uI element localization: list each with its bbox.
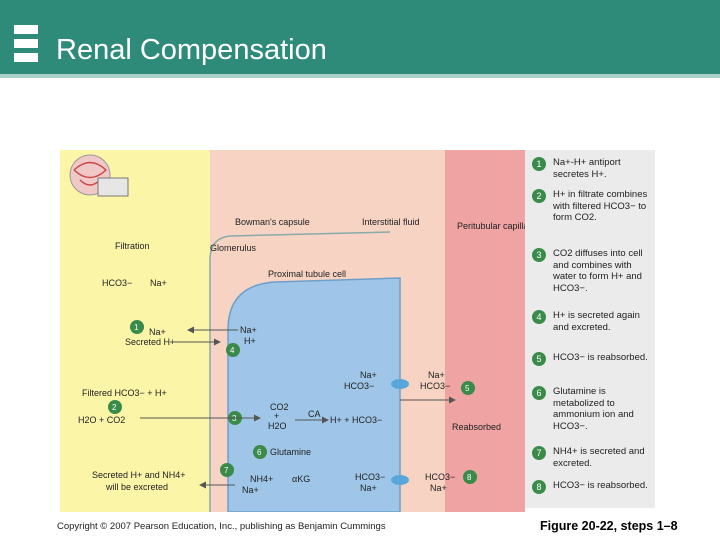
svg-text:8: 8 bbox=[467, 473, 472, 482]
secreted-h-label: Secreted H+ bbox=[125, 337, 175, 347]
step-number: 8 bbox=[532, 480, 546, 494]
glomerulus-label: Glomerulus bbox=[210, 243, 257, 253]
basolateral-hco3-label: HCO3− bbox=[344, 381, 374, 391]
step-marker-1: 1 bbox=[130, 320, 144, 334]
figure-caption: Figure 20-22, steps 1–8 bbox=[540, 519, 678, 533]
step-text: HCO3− is reabsorbed. bbox=[553, 352, 648, 363]
step-text: Glutamine is metabolized to ammonium ion… bbox=[553, 386, 634, 432]
svg-text:4: 4 bbox=[230, 346, 235, 355]
plus-label: + bbox=[274, 411, 279, 421]
svg-text:2: 2 bbox=[112, 403, 117, 412]
step-text: Na+-H+ antiport secretes H+. bbox=[553, 157, 621, 180]
svg-text:5: 5 bbox=[465, 384, 470, 393]
proximal-tubule-cell-label: Proximal tubule cell bbox=[268, 269, 346, 279]
step-text: CO2 diffuses into cell and combines with… bbox=[553, 248, 643, 294]
h2o-label: H2O bbox=[268, 421, 287, 431]
na-secreted-label: Na+ bbox=[149, 327, 166, 337]
glomerulus-icon bbox=[69, 154, 129, 197]
h-hco3-label: H+ + HCO3− bbox=[330, 415, 382, 425]
title-bar: Renal Compensation bbox=[0, 0, 720, 78]
slide-title: Renal Compensation bbox=[56, 34, 327, 66]
step-marker-2: 2 bbox=[108, 400, 122, 414]
step-text: NH4+ is secreted and excreted. bbox=[553, 446, 645, 469]
svg-text:7: 7 bbox=[224, 466, 229, 475]
apical-na-label: Na+ bbox=[240, 325, 257, 335]
step-marker-7: 7 bbox=[220, 463, 234, 477]
capillary-hco3-label: HCO3− bbox=[420, 381, 450, 391]
step-text: H+ in filtrate combines with filtered HC… bbox=[553, 189, 648, 223]
filtration-label: Filtration bbox=[115, 241, 150, 251]
reabsorbed-label: Reabsorbed bbox=[452, 422, 501, 432]
will-be-excreted-label: will be excreted bbox=[105, 482, 168, 492]
lower-transporter-icon bbox=[391, 475, 409, 485]
step-number: 2 bbox=[532, 189, 546, 203]
basolateral-transporter-icon bbox=[391, 379, 409, 389]
step-marker-5: 5 bbox=[461, 381, 475, 395]
filtered-hco3-label: HCO3− bbox=[102, 278, 132, 288]
copyright-notice: Copyright © 2007 Pearson Education, Inc.… bbox=[57, 521, 386, 532]
hco3-lower-label: HCO3− bbox=[355, 472, 385, 482]
nh4-label: NH4+ bbox=[250, 474, 273, 484]
na-lower-label: Na+ bbox=[242, 485, 259, 495]
capillary-na-label: Na+ bbox=[428, 370, 445, 380]
proximal-tubule-cell bbox=[227, 277, 401, 512]
title-divider bbox=[0, 74, 720, 78]
h2o-co2-label: H2O + CO2 bbox=[78, 415, 125, 425]
alpha-kg-label: αKG bbox=[292, 474, 310, 484]
hco3-out-label: HCO3− bbox=[425, 472, 455, 482]
step-number: 3 bbox=[532, 248, 546, 262]
filtered-na-label: Na+ bbox=[150, 278, 167, 288]
step-text: HCO3− is reabsorbed. bbox=[553, 480, 648, 491]
peritubular-capillary-label: Peritubular capillary bbox=[457, 221, 525, 231]
carbonic-anhydrase-label: CA bbox=[308, 409, 321, 419]
na-lower2-label: Na+ bbox=[360, 483, 377, 493]
step-number: 1 bbox=[532, 157, 546, 171]
step-text: H+ is secreted again and excreted. bbox=[553, 310, 640, 333]
svg-text:6: 6 bbox=[257, 448, 262, 457]
interstitial-fluid-label: Interstitial fluid bbox=[362, 217, 420, 227]
step-number: 5 bbox=[532, 352, 546, 366]
na-out-label: Na+ bbox=[430, 483, 447, 493]
step-number: 6 bbox=[532, 386, 546, 400]
glutamine-label: Glutamine bbox=[270, 447, 311, 457]
basolateral-na-label: Na+ bbox=[360, 370, 377, 380]
apical-h-label: H+ bbox=[244, 336, 256, 346]
step-marker-6: 6 bbox=[253, 445, 267, 459]
step-number: 7 bbox=[532, 446, 546, 460]
svg-text:1: 1 bbox=[134, 323, 139, 332]
peritubular-capillary bbox=[445, 150, 525, 512]
co2-label: CO2 bbox=[270, 402, 289, 412]
filtered-hco3-h-label: Filtered HCO3− + H+ bbox=[82, 388, 167, 398]
step-marker-4: 4 bbox=[226, 343, 240, 357]
bowmans-capsule-label: Bowman's capsule bbox=[235, 217, 310, 227]
glomerulus-wall bbox=[209, 231, 391, 512]
steps-panel: 1 Na+-H+ antiport secretes H+. 2 H+ in f… bbox=[525, 150, 655, 508]
secreted-h-nh4-label: Secreted H+ and NH4+ bbox=[92, 470, 186, 480]
renal-compensation-diagram: Bowman's capsule Interstitial fluid Peri… bbox=[60, 150, 525, 512]
step-marker-8: 8 bbox=[463, 470, 477, 484]
slide-logo-icon bbox=[14, 25, 38, 63]
step-number: 4 bbox=[532, 310, 546, 324]
